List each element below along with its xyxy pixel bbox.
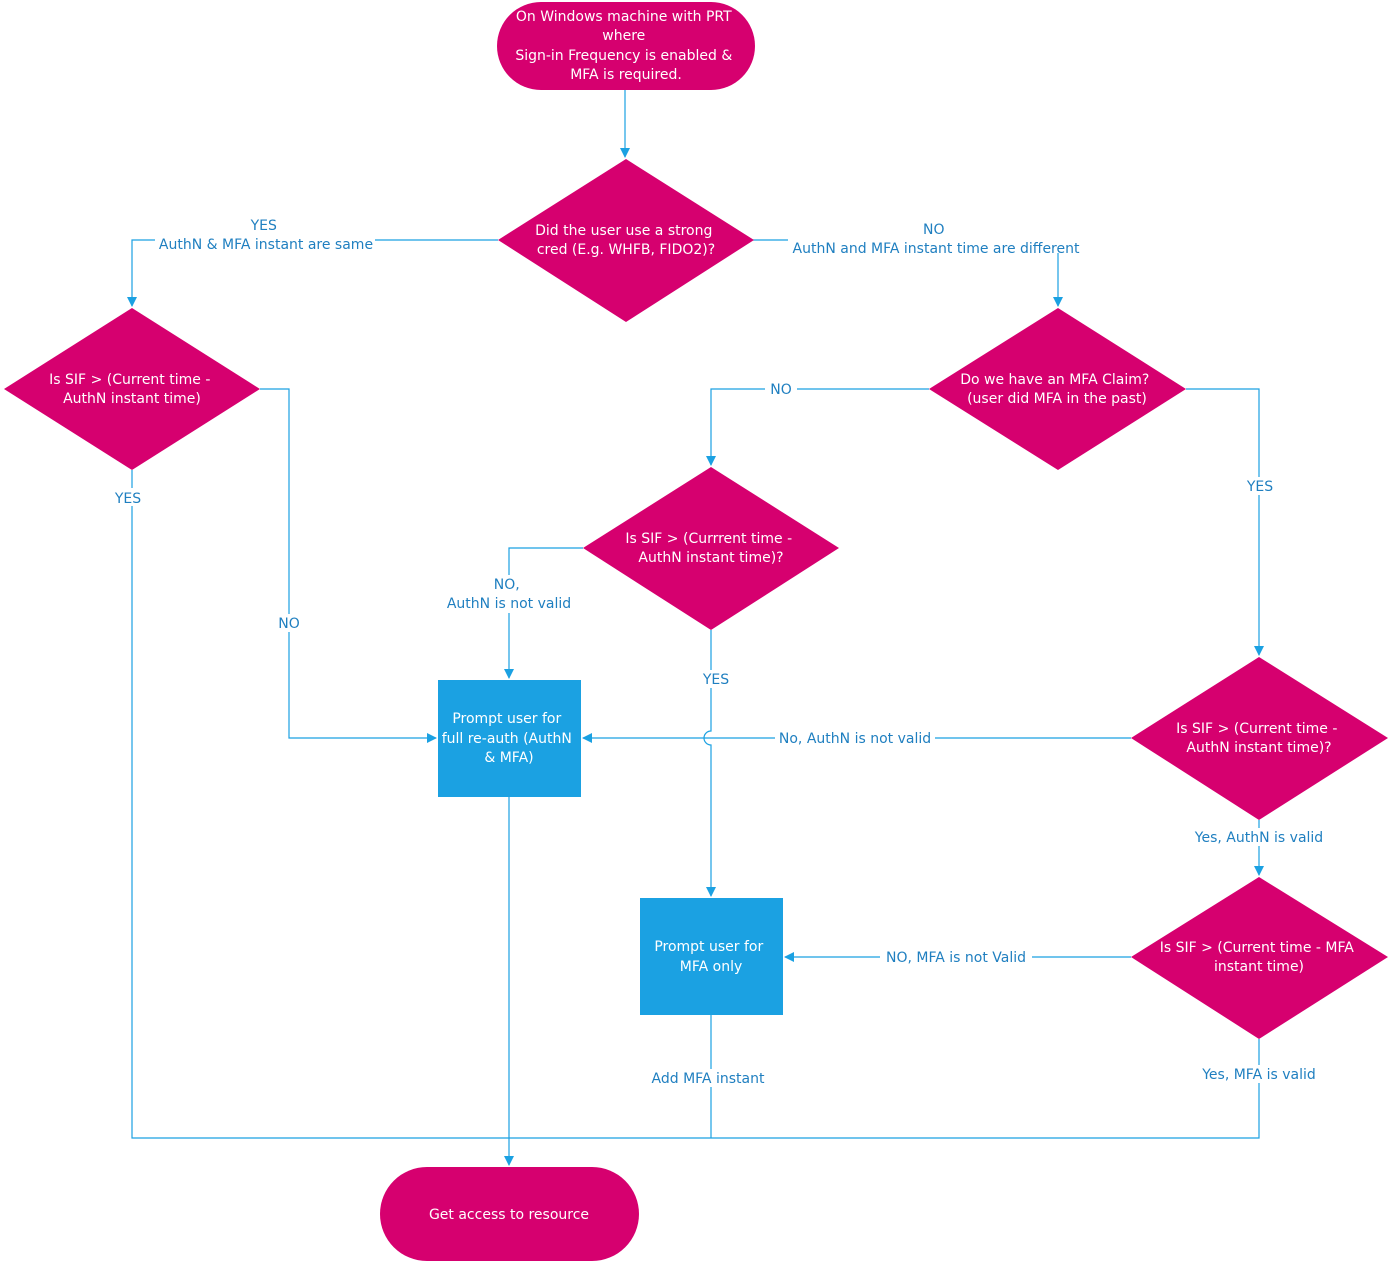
label-left-no: NO bbox=[278, 616, 300, 632]
strong-cred-text: Did the user use a strong cred (E.g. WHF… bbox=[535, 223, 717, 258]
nodes bbox=[4, 2, 1388, 1261]
label-left-yes: YES bbox=[114, 491, 141, 507]
sif-authn-mid-text: Is SIF > (Currrent time - AuthN instant … bbox=[625, 531, 796, 566]
label-mfa-no: NO, MFA is not Valid bbox=[886, 950, 1026, 966]
strong-cred-decision bbox=[498, 159, 754, 322]
mfa-only-text: Prompt user for MFA only bbox=[654, 939, 767, 975]
label-bg bbox=[880, 948, 1032, 966]
sif-authn-right-decision bbox=[1131, 657, 1388, 820]
label-mid-yes: YES bbox=[702, 672, 729, 688]
start-terminal bbox=[497, 2, 755, 90]
mfa-claim-decision bbox=[929, 308, 1186, 470]
mfa-claim-text: Do we have an MFA Claim? (user did MFA i… bbox=[960, 372, 1154, 407]
label-bg bbox=[445, 575, 573, 613]
label-strong-yes: YES AuthN & MFA instant are same bbox=[159, 218, 373, 253]
connector-left-no bbox=[260, 388, 437, 743]
sif-mfa-decision bbox=[1131, 877, 1388, 1039]
node-labels: On Windows machine with PRT where Sign-i… bbox=[49, 9, 1359, 1223]
label-bg bbox=[1243, 477, 1277, 495]
label-bg bbox=[112, 488, 146, 506]
connector-claim-no bbox=[706, 388, 929, 466]
label-right-no: No, AuthN is not valid bbox=[779, 731, 931, 747]
label-bg bbox=[1192, 828, 1326, 846]
label-strong-no: NO AuthN and MFA instant time are differ… bbox=[793, 222, 1080, 257]
connector-labels: YES AuthN & MFA instant are same NO Auth… bbox=[112, 218, 1326, 1087]
sif-authn-right-text: Is SIF > (Current time - AuthN instant t… bbox=[1176, 721, 1342, 756]
connector-mid-no bbox=[504, 547, 583, 679]
label-bg bbox=[775, 729, 935, 747]
label-bg bbox=[698, 670, 732, 688]
label-bg bbox=[765, 380, 797, 398]
label-add-mfa: Add MFA instant bbox=[652, 1071, 765, 1087]
label-right-yes: Yes, AuthN is valid bbox=[1194, 830, 1323, 846]
connector-left-yes bbox=[131, 470, 509, 1139]
connector-strong-yes bbox=[127, 239, 498, 307]
label-claim-yes: YES bbox=[1246, 479, 1273, 495]
sif-authn-mid-decision bbox=[583, 467, 839, 630]
label-bg bbox=[645, 1069, 770, 1087]
connector-mid-yes bbox=[703, 630, 716, 897]
connector-claim-yes bbox=[1186, 388, 1264, 656]
label-mfa-yes: Yes, MFA is valid bbox=[1201, 1067, 1316, 1083]
end-terminal bbox=[380, 1167, 639, 1261]
sif-mfa-text: Is SIF > (Current time - MFA instant tim… bbox=[1160, 940, 1359, 975]
mfa-only-process bbox=[640, 898, 783, 1015]
connector-mfa-yes bbox=[509, 1039, 1260, 1139]
full-reauth-text: Prompt user for full re-auth (AuthN & MF… bbox=[442, 711, 577, 766]
label-bg bbox=[274, 614, 304, 632]
label-bg bbox=[1199, 1065, 1319, 1083]
label-bg bbox=[788, 236, 1084, 253]
label-mid-no: NO, AuthN is not valid bbox=[447, 577, 571, 612]
label-bg bbox=[155, 236, 375, 253]
sif-authn-left-text: Is SIF > (Current time - AuthN instant t… bbox=[49, 372, 215, 407]
sif-authn-left-decision bbox=[4, 308, 260, 470]
full-reauth-process bbox=[438, 680, 581, 797]
end-text: Get access to resource bbox=[429, 1207, 589, 1223]
label-claim-no: NO bbox=[770, 382, 792, 398]
start-text: On Windows machine with PRT where Sign-i… bbox=[515, 9, 736, 83]
